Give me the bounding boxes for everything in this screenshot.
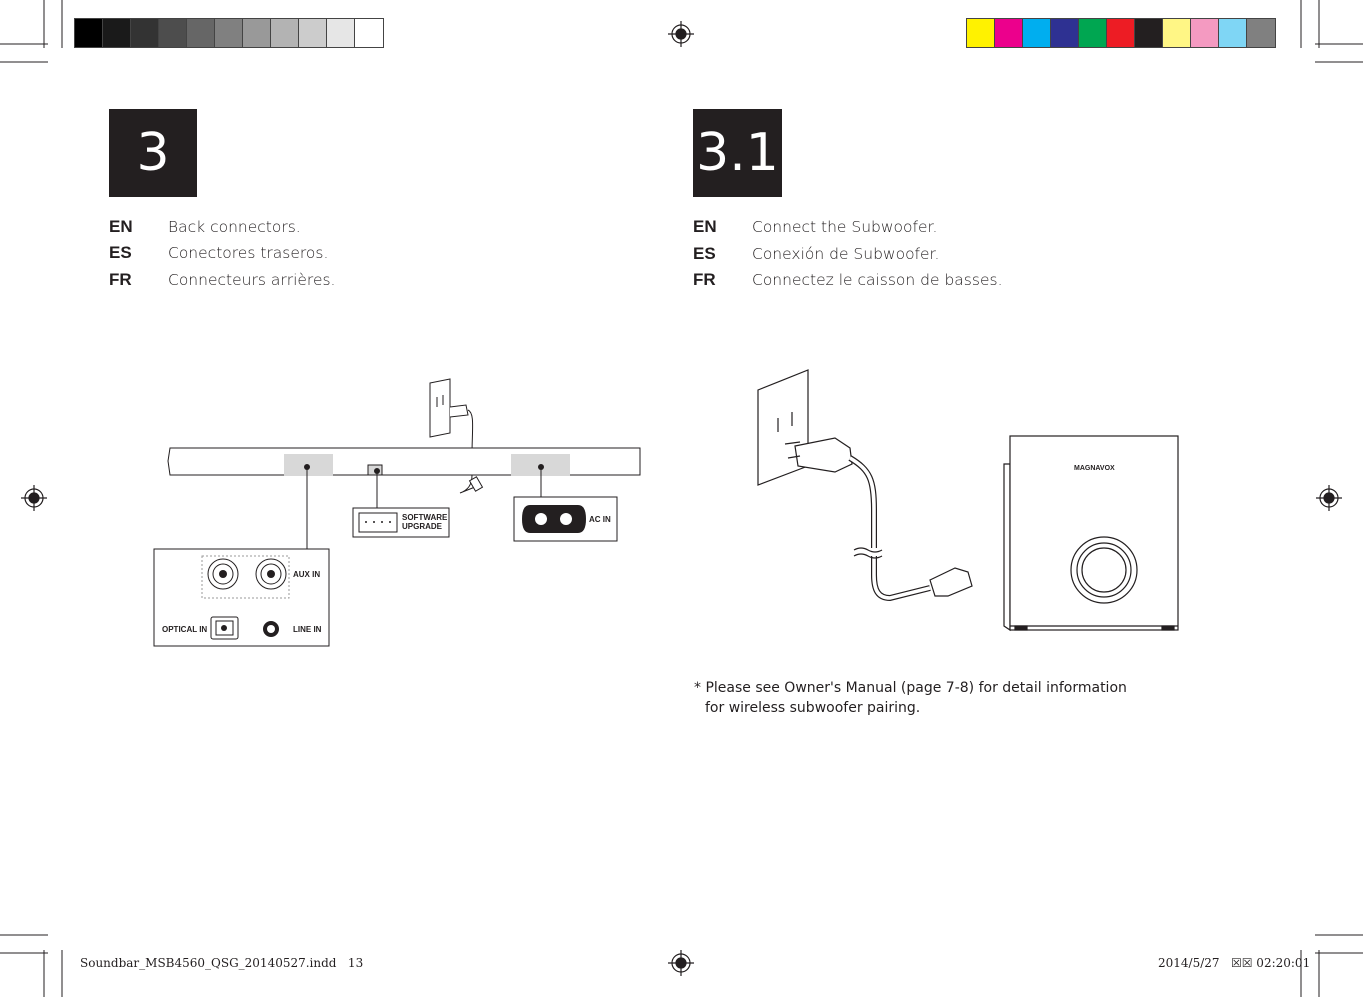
- color-swatch: [1051, 19, 1079, 47]
- color-swatch: [967, 19, 995, 47]
- soundbar-back-connectors-illustration: SOFTWARE UPGRADE AC IN AUX IN OPTICAL IN…: [153, 378, 641, 647]
- software-upgrade-port: SOFTWARE UPGRADE: [352, 507, 450, 538]
- grayscale-color-bar: [74, 18, 384, 48]
- line-in-label: LINE IN: [293, 625, 322, 634]
- date-slug: 2014/5/27 ☒☒ 02:20:01: [1158, 956, 1311, 970]
- upgrade-label: UPGRADE: [402, 522, 443, 531]
- color-swatch: [995, 19, 1023, 47]
- lang-row-es: ES Conexión de Subwoofer.: [693, 244, 939, 264]
- footnote-line-2: for wireless subwoofer pairing.: [705, 700, 921, 716]
- cmyk-color-bar: [966, 18, 1276, 48]
- color-swatch: [75, 19, 103, 47]
- lang-text: Connect the Subwoofer.: [752, 218, 938, 236]
- lang-text: Connectez le caisson de basses.: [752, 271, 1003, 289]
- lang-text: Conectores traseros.: [168, 244, 329, 262]
- lang-row-en: EN Back connectors.: [109, 217, 301, 237]
- wall-outlet-icon: [757, 369, 809, 486]
- aux-in-label: AUX IN: [293, 570, 320, 579]
- color-swatch: [215, 19, 243, 47]
- ac-in-port: AC IN: [513, 496, 618, 542]
- color-swatch: [131, 19, 159, 47]
- color-swatch: [1135, 19, 1163, 47]
- color-swatch: [187, 19, 215, 47]
- footnote-line-1: * Please see Owner's Manual (page 7-8) f…: [694, 680, 1127, 696]
- lang-row-fr: FR Connecteurs arrières.: [109, 270, 335, 290]
- color-swatch: [1163, 19, 1191, 47]
- ac-in-label: AC IN: [589, 515, 611, 524]
- color-swatch: [1107, 19, 1135, 47]
- registration-mark-icon: [21, 21, 1342, 976]
- step-number-badge: 3.1: [693, 109, 782, 197]
- color-swatch: [103, 19, 131, 47]
- audio-input-panel: AUX IN OPTICAL IN LINE IN: [153, 548, 330, 647]
- file-slug: Soundbar_MSB4560_QSG_20140527.indd 13: [80, 956, 364, 970]
- color-swatch: [299, 19, 327, 47]
- lang-row-es: ES Conectores traseros.: [109, 243, 328, 263]
- color-swatch: [327, 19, 355, 47]
- color-swatch: [243, 19, 271, 47]
- color-swatch: [1219, 19, 1247, 47]
- brand-logo: MAGNAVOX: [1074, 465, 1115, 472]
- lang-text: Connecteurs arrières.: [168, 271, 336, 289]
- color-swatch: [271, 19, 299, 47]
- wall-outlet-icon: [429, 378, 484, 494]
- lang-row-en: EN Connect the Subwoofer.: [693, 217, 937, 237]
- software-label: SOFTWARE: [402, 513, 448, 522]
- step-number-badge: 3: [109, 109, 197, 197]
- subwoofer-icon: [1003, 463, 1011, 632]
- color-swatch: [1079, 19, 1107, 47]
- lang-code: ES: [693, 244, 716, 263]
- color-swatch: [159, 19, 187, 47]
- lang-code: FR: [693, 270, 716, 289]
- lang-code: EN: [693, 217, 717, 236]
- lang-text: Conexión de Subwoofer.: [752, 245, 940, 263]
- lang-text: Back connectors.: [168, 218, 301, 236]
- power-plug-icon: [794, 437, 853, 473]
- lang-code: FR: [109, 270, 132, 289]
- color-swatch: [1247, 19, 1275, 47]
- color-swatch: [1191, 19, 1219, 47]
- lang-row-fr: FR Connectez le caisson de basses.: [693, 270, 1003, 290]
- footnote: * Please see Owner's Manual (page 7-8) f…: [694, 678, 1127, 718]
- color-swatch: [1023, 19, 1051, 47]
- optical-in-label: OPTICAL IN: [162, 625, 207, 634]
- lang-code: ES: [109, 243, 132, 262]
- color-swatch: [355, 19, 383, 47]
- lang-code: EN: [109, 217, 133, 236]
- subwoofer-connection-illustration: MAGNAVOX: [757, 369, 1179, 632]
